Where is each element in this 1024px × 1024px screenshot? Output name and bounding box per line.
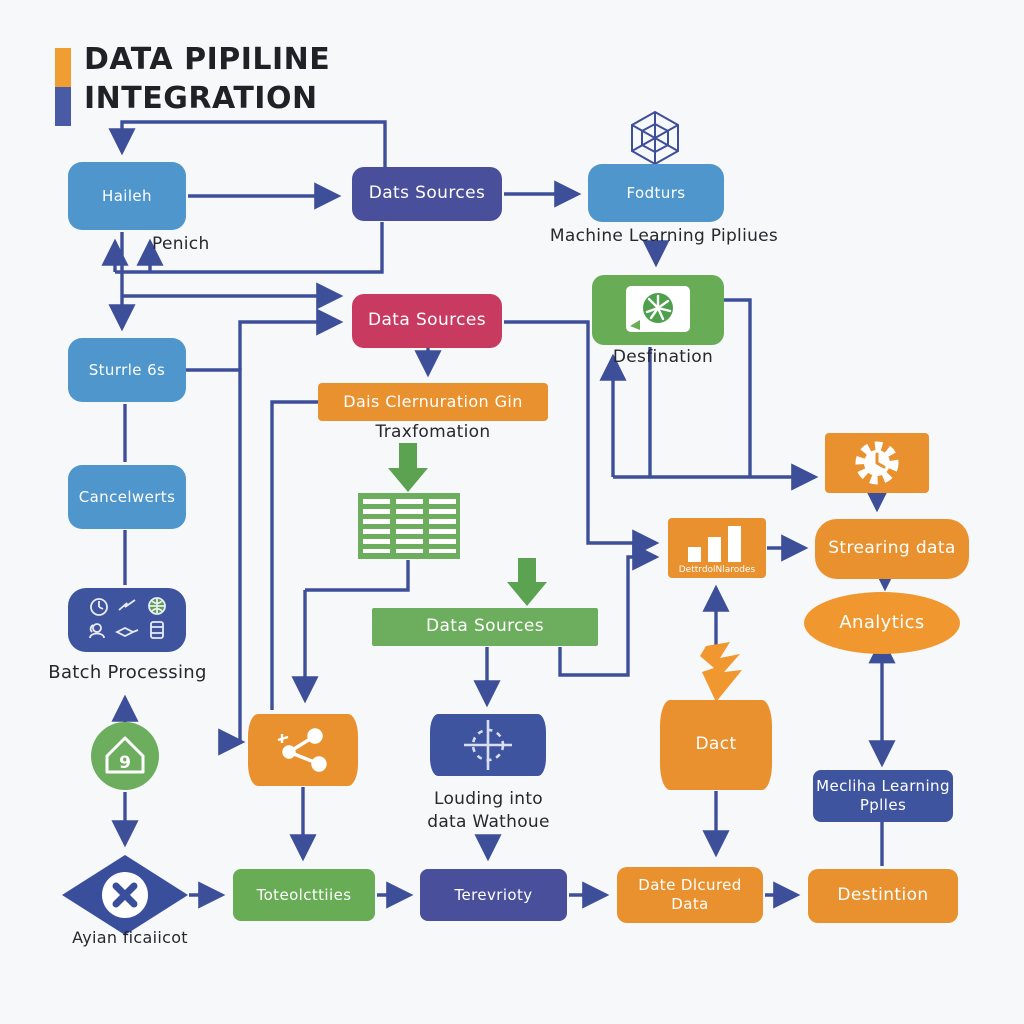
bar	[688, 547, 701, 562]
node-green-data-sources-label: Data Sources	[425, 616, 545, 637]
node-red-data-sources: Data Sources	[352, 294, 502, 348]
node-streaming-data-label: Strearing data	[828, 538, 956, 559]
title-accent-blue	[55, 87, 71, 126]
spark-icon	[118, 599, 136, 611]
table-column	[362, 499, 390, 553]
loading-caption: Louding into data Wathoue	[406, 788, 571, 834]
diamond-shape	[62, 855, 188, 935]
node-network	[248, 714, 358, 786]
destination-caption: Desfination	[612, 347, 714, 367]
diamond-caption: Ayian ficaiicot	[72, 928, 188, 947]
node-dats-sources: Dats Sources	[352, 167, 502, 221]
title-line1: DATA PIPILINE	[84, 42, 331, 77]
node-mecliha-line1: Mecliha Learning	[816, 777, 950, 796]
transformation-caption: Traxfomation	[375, 422, 491, 442]
person-icon	[89, 623, 105, 639]
batch-icon-grid	[89, 597, 166, 639]
green-arrows	[388, 443, 547, 606]
node-dact: Dact	[660, 700, 772, 790]
node-data-cleaning: Dais Clernuration Gin	[318, 383, 548, 421]
node-mecliha-line2: Pplles	[859, 796, 907, 814]
node-destintion-label: Destintion	[837, 885, 929, 906]
node-dats-sources-label: Dats Sources	[368, 183, 486, 204]
node-batch-processing	[68, 588, 186, 652]
node-date-dlcured-line1: Date Dlcured	[638, 876, 742, 895]
node-bar-chart-label: DettrdolNlarodes	[678, 564, 756, 575]
table-column	[395, 499, 423, 553]
title-line2: INTEGRATION	[84, 81, 318, 116]
node-red-data-sources-label: Data Sources	[367, 310, 487, 331]
node-bar-chart: DettrdolNlarodes	[668, 518, 766, 578]
node-destintion: Destintion	[808, 869, 958, 923]
title-accent-orange	[55, 48, 71, 87]
clock-icon	[90, 598, 108, 616]
node-analytics: Analytics	[804, 592, 960, 654]
table-column	[428, 499, 456, 553]
node-fodturs-label: Fodturs	[626, 183, 686, 202]
node-loading-warehouse	[430, 714, 546, 776]
loading-caption-line2: data Wathoue	[427, 812, 550, 832]
x-circle-icon	[112, 882, 138, 908]
svg-text:9: 9	[119, 753, 131, 773]
bar	[708, 537, 721, 562]
green-down-arrow-2	[507, 558, 547, 606]
node-fodturs: Fodturs	[588, 164, 724, 222]
orange-zigzag-arrow	[700, 642, 742, 702]
loading-caption-line1: Louding into	[434, 789, 543, 809]
node-analytics-label: Analytics	[839, 611, 925, 633]
node-toteolcttiies: Toteolcttiies	[233, 869, 375, 921]
bar	[728, 526, 741, 562]
network-nodes-icon	[277, 728, 327, 772]
gear-clock-icon	[855, 441, 899, 485]
node-haileh: Haileh	[68, 162, 186, 230]
ml-pipelines-caption: Machine Learning Pipliues	[549, 226, 779, 246]
bar-chart-icon	[688, 526, 748, 562]
node-streaming-data: Strearing data	[815, 519, 969, 579]
connectors	[101, 120, 899, 909]
node-sturrle: Sturrle 6s	[68, 338, 186, 402]
node-terevrioty-label: Terevrioty	[454, 885, 533, 904]
database-icon	[150, 621, 164, 639]
node-cancelwerts-label: Cancelwerts	[78, 487, 176, 506]
node-haileh-label: Haileh	[102, 186, 152, 205]
table-grid-icon	[358, 493, 460, 559]
cube-icon	[631, 110, 679, 166]
node-mecliha: Mecliha Learning Pplles	[813, 770, 953, 822]
node-destination-app	[592, 275, 724, 345]
node-date-dlcured: Date Dlcured Data	[617, 867, 763, 923]
app-flower-icon	[626, 286, 690, 332]
node-sturrle-label: Sturrle 6s	[88, 360, 166, 379]
node-dact-label: Dact	[695, 734, 737, 755]
house-icon: 9	[91, 722, 159, 790]
node-date-dlcured-line2: Data	[671, 895, 709, 913]
node-green-data-sources: Data Sources	[372, 608, 598, 646]
penich-caption: Penich	[152, 234, 210, 254]
gear-crosshair-icon	[464, 720, 512, 770]
node-terevrioty: Terevrioty	[420, 869, 567, 921]
node-data-cleaning-label: Dais Clernuration Gin	[343, 392, 523, 411]
page-title: DATA PIPILINE INTEGRATION	[84, 40, 330, 118]
transfer-icon	[114, 626, 139, 638]
globe-icon	[148, 597, 166, 615]
node-toteolcttiies-label: Toteolcttiies	[256, 885, 352, 904]
node-cancelwerts: Cancelwerts	[68, 465, 186, 529]
batch-processing-caption: Batch Processing	[48, 662, 207, 683]
green-down-arrow-1	[388, 443, 428, 492]
node-gear-clock	[825, 433, 929, 493]
